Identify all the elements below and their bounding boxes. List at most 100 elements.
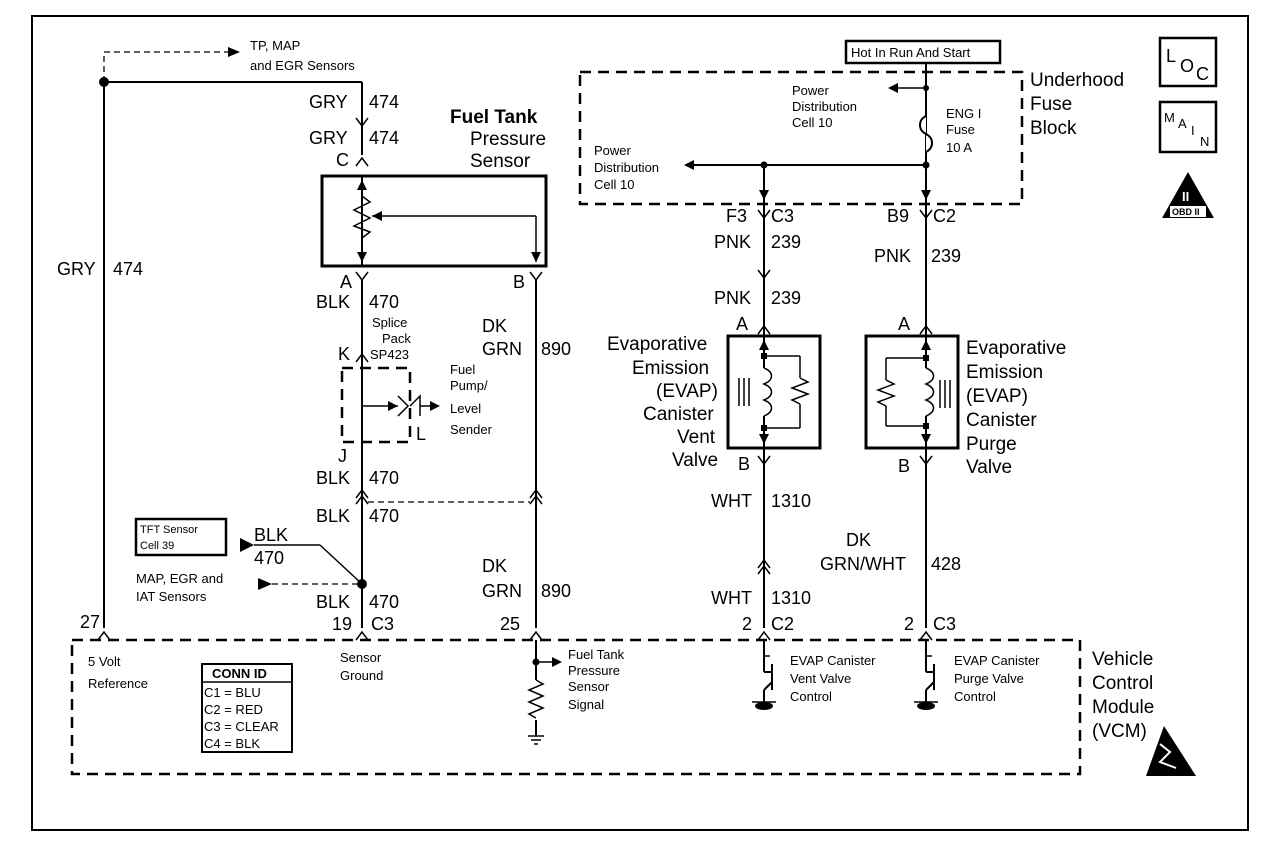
tft-sensor-label-2: Cell 39 — [140, 540, 174, 552]
pdc-top-label-3: Cell 10 — [792, 115, 832, 130]
pin-2-purge: 2 — [904, 614, 914, 634]
connector-c: C — [336, 150, 349, 170]
gry-474-circuit: TP, MAP and EGR Sensors GRY 474 GRY 474 … — [57, 38, 399, 628]
loc-badge: L O C — [1158, 36, 1218, 88]
blk470-a-num: 470 — [369, 292, 399, 312]
purge-control-label-2: Purge Valve — [954, 671, 1024, 686]
evap-vent-label-3: (EVAP) — [656, 381, 718, 402]
pnk239-left-a-num: 239 — [771, 232, 801, 252]
connector-c3-19: C3 — [371, 614, 394, 634]
conn-id-title: CONN ID — [212, 666, 267, 681]
evap-purge-label-3: (EVAP) — [966, 386, 1028, 407]
connector-b-sensor: B — [513, 272, 525, 292]
blk470-j-color: BLK — [316, 468, 350, 488]
loc-badge-o: O — [1180, 56, 1194, 76]
conn-id-c4: C4 = BLK — [204, 736, 260, 751]
pdc-top-label-1: Power — [792, 83, 830, 98]
pin-19: 19 — [332, 614, 352, 634]
pdc-left-label-1: Power — [594, 143, 632, 158]
dkgrnwht428-color: GRN/WHT — [820, 554, 906, 574]
connector-a-sensor: A — [340, 272, 352, 292]
main-badge-a: A — [1178, 116, 1187, 131]
evap-vent-label-6: Valve — [672, 450, 718, 471]
dkgrn890-top-dk: DK — [482, 316, 507, 336]
fuel-tank-signal-label-3: Sensor — [568, 679, 610, 694]
splice-label-3: SP423 — [370, 347, 409, 362]
fuse-label-1: ENG I — [946, 106, 981, 121]
purge-control-label-3: Control — [954, 689, 996, 704]
fuel-tank-sensor-label-2: Pressure — [470, 129, 546, 150]
fuel-pump-label-4: Sender — [450, 422, 493, 437]
tft-blk470-num: 470 — [254, 548, 284, 568]
tp-map-egr-label-1: TP, MAP — [250, 38, 300, 53]
loc-badge-c: C — [1196, 64, 1209, 84]
blk470-b-color: BLK — [316, 506, 350, 526]
underhood-fuse-block: Hot In Run And Start Underhood Fuse Bloc… — [578, 39, 1124, 206]
conn-id-c3: C3 = CLEAR — [204, 719, 279, 734]
splice-label-1: Splice — [372, 315, 407, 330]
main-badge-i: I — [1191, 123, 1195, 138]
pnk239-right-num: 239 — [931, 246, 961, 266]
evap-purge-label-5: Purge — [966, 434, 1017, 455]
esd-warning-icon — [1146, 726, 1196, 776]
pin-27: 27 — [80, 612, 100, 632]
gry474-mid-num: 474 — [369, 128, 399, 148]
evap-vent-label-2: Emission — [632, 358, 709, 379]
purge-control-label-1: EVAP Canister — [954, 653, 1040, 668]
evap-purge-label-6: Valve — [966, 457, 1012, 478]
tft-sensor-label-1: TFT Sensor — [140, 524, 198, 536]
diagram-frame — [31, 15, 1249, 831]
fuel-pump-label-3: Level — [450, 401, 481, 416]
connector-c2-top: C2 — [933, 206, 956, 226]
loc-badge-l: L — [1166, 46, 1176, 66]
five-volt-label-2: Reference — [88, 676, 148, 691]
fuel-tank-sensor-label-3: Sensor — [470, 151, 531, 172]
purge-valve-circuit: B9 C2 PNK 239 A Evaporative Emission (EV… — [820, 190, 1066, 641]
connector-b-purge: B — [898, 456, 910, 476]
evap-vent-label-1: Evaporative — [607, 334, 707, 355]
pin-2-vent: 2 — [742, 614, 752, 634]
hot-in-run-label: Hot In Run And Start — [851, 45, 971, 60]
five-volt-label-1: 5 Volt — [88, 654, 121, 669]
main-badge: M A I N — [1158, 100, 1218, 154]
main-badge-n: N — [1200, 134, 1209, 149]
dkgrn890-top-num: 890 — [541, 339, 571, 359]
fuel-tank-sensor-label-1: Fuel Tank — [450, 107, 538, 128]
connector-j: J — [338, 446, 347, 466]
blk470-b-num: 470 — [369, 506, 399, 526]
vent-control-label-2: Vent Valve — [790, 671, 851, 686]
evap-purge-label-4: Canister — [966, 410, 1037, 431]
dkgrn890-bot-grn: GRN — [482, 581, 522, 601]
fuel-tank-signal-label-4: Signal — [568, 697, 604, 712]
pdc-left-label-2: Distribution — [594, 160, 659, 175]
wht1310-a-num: 1310 — [771, 491, 811, 511]
pin-25: 25 — [500, 614, 520, 634]
pnk239-left-b-color: PNK — [714, 288, 751, 308]
evap-purge-label-1: Evaporative — [966, 338, 1066, 359]
main-badge-m: M — [1164, 110, 1175, 125]
vcm-module: 27 Vehicle Control Module (VCM) 5 Volt R… — [70, 612, 1196, 776]
dkgrn890-top-grn: GRN — [482, 339, 522, 359]
fuel-pump-label-1: Fuel — [450, 362, 475, 377]
wht1310-b-num: 1310 — [771, 588, 811, 608]
wht1310-b-color: WHT — [711, 588, 752, 608]
dkgrnwht428-dk: DK — [846, 530, 871, 550]
dkgrn890-bot-num: 890 — [541, 581, 571, 601]
connector-a-vent: A — [736, 314, 748, 334]
wht1310-a-color: WHT — [711, 491, 752, 511]
connector-c2-vent: C2 — [771, 614, 794, 634]
vent-control-label-3: Control — [790, 689, 832, 704]
vent-control-label-1: EVAP Canister — [790, 653, 876, 668]
dkgrn890-bot-dk: DK — [482, 556, 507, 576]
pdc-left-label-3: Cell 10 — [594, 177, 634, 192]
vent-valve-circuit: F3 C3 PNK 239 PNK 239 A Evaporative Emis… — [607, 190, 822, 641]
fuel-tank-pressure-sensor: Fuel Tank Pressure Sensor A B — [320, 107, 548, 292]
blk470-j-num: 470 — [369, 468, 399, 488]
blk470-a-color: BLK — [316, 292, 350, 312]
fuse-label-3: 10 A — [946, 140, 972, 155]
connector-b9: B9 — [887, 206, 909, 226]
evap-vent-label-5: Vent — [677, 427, 716, 448]
vcm-label-2: Control — [1092, 673, 1153, 694]
blk-470-circuit: BLK 470 Splice Pack SP423 K Fuel Pump/ L… — [134, 280, 530, 641]
